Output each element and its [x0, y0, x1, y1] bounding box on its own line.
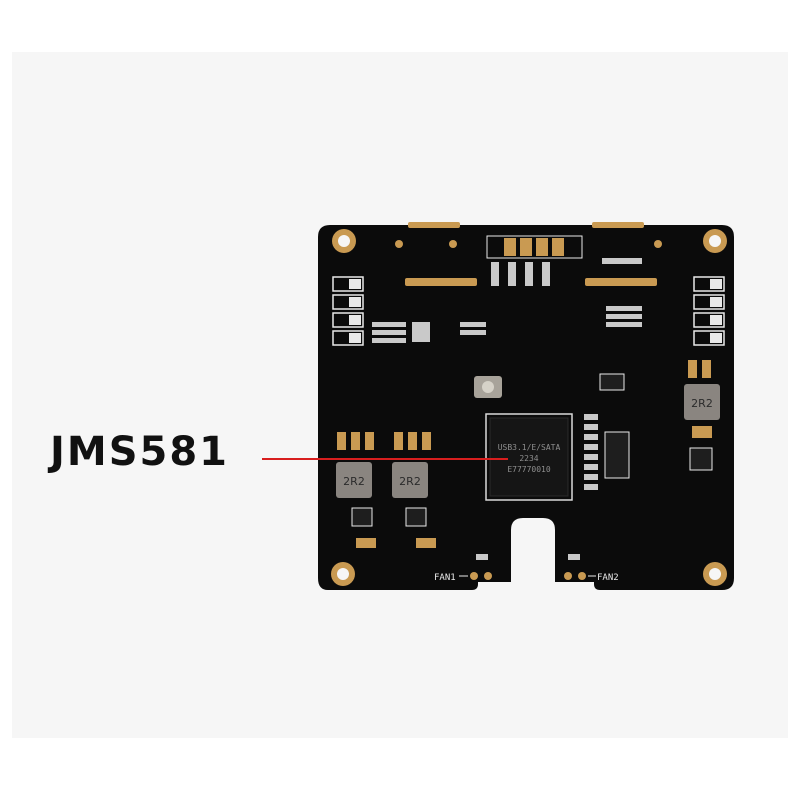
- fan2-header: [564, 554, 586, 580]
- crystal-oscillator: [474, 376, 502, 398]
- lower-left-ics: [351, 447, 713, 527]
- left-capacitors: [332, 276, 364, 346]
- inductor-right-label: 2R2: [691, 397, 713, 410]
- led-row: [486, 235, 583, 286]
- inductor-right: [684, 384, 720, 420]
- fan1-header: [470, 554, 492, 580]
- power-capacitors: [337, 360, 712, 450]
- inductor-left-a: [336, 462, 372, 498]
- mounting-holes: [331, 229, 727, 586]
- header-pins: [405, 278, 657, 286]
- chip-callout-label: JMS581: [50, 429, 229, 475]
- right-capacitors: [693, 276, 725, 346]
- inductor-left-a-label: 2R2: [343, 475, 365, 488]
- ic-u3: [599, 373, 625, 391]
- resistor-arrays: [372, 258, 642, 343]
- resistor-column: [584, 414, 598, 490]
- ic-u6: [604, 431, 630, 479]
- chip-marking-line2: 2234: [519, 454, 538, 463]
- chip-marking-line1: USB3.1/E/SATA: [498, 443, 561, 452]
- inductor-left-b-label: 2R2: [399, 475, 421, 488]
- chip-marking-line3: E77770010: [507, 465, 551, 474]
- inductor-left-b: [392, 462, 428, 498]
- lower-left-caps: [356, 538, 436, 548]
- fan1-label: FAN1: [434, 573, 456, 583]
- fan2-label: FAN2: [597, 573, 619, 583]
- jms581-chip: [485, 413, 573, 501]
